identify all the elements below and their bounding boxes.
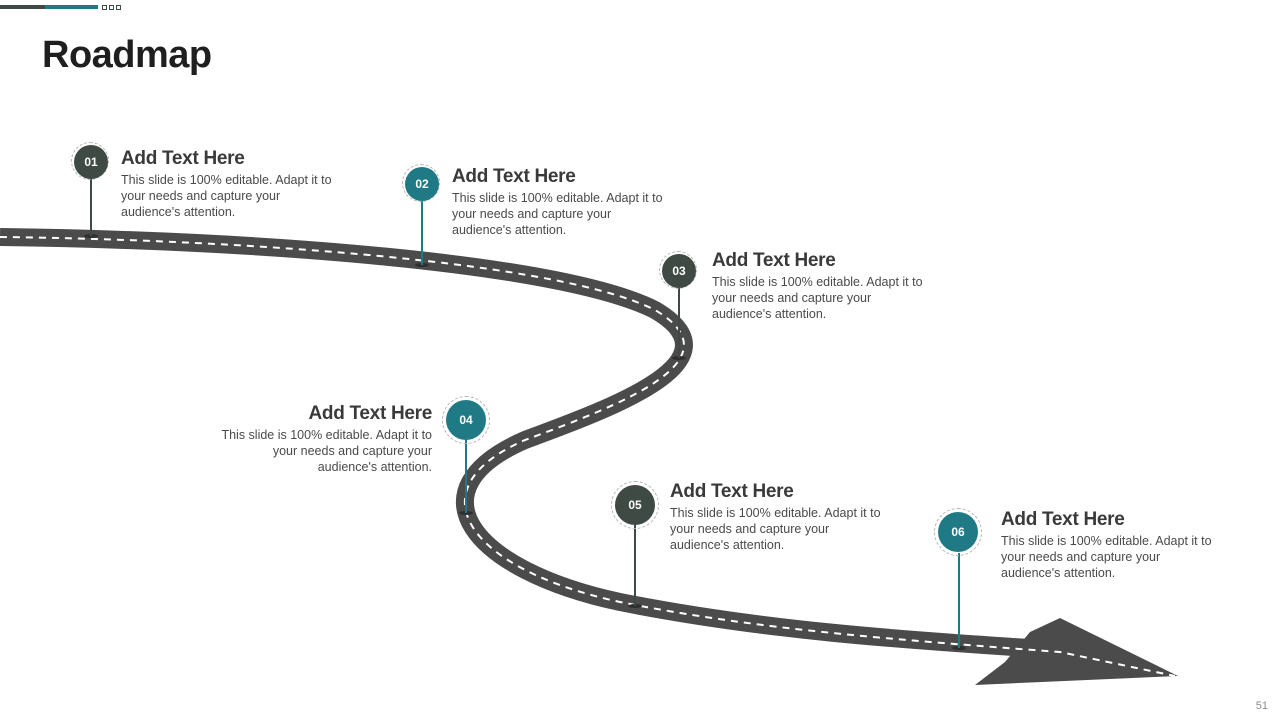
milestone-stem [465,436,467,513]
milestone-description: This slide is 100% editable. Adapt it to… [1001,534,1212,580]
marker-ring [402,164,440,202]
milestone-text-02: Add Text Here This slide is 100% editabl… [452,166,672,238]
milestone-stem [958,553,960,648]
accent-square [109,5,114,10]
milestone-text-06: Add Text Here This slide is 100% editabl… [1001,509,1221,581]
pin-base [672,356,686,360]
milestone-description: This slide is 100% editable. Adapt it to… [221,428,432,474]
milestone-heading: Add Text Here [452,166,576,187]
milestone-marker-06: 06 [934,508,982,556]
milestone-description: This slide is 100% editable. Adapt it to… [452,191,663,237]
milestone-heading: Add Text Here [308,403,433,424]
milestone-heading: Add Text Here [1001,509,1125,530]
milestone-marker-04: 04 [442,396,490,444]
road-center-line [0,236,1176,677]
slide-title: Roadmap [42,34,212,76]
marker-number: 04 [446,400,486,440]
milestone-text-05: Add Text Here This slide is 100% editabl… [670,481,890,553]
pin-base [952,646,966,650]
milestone-description: This slide is 100% editable. Adapt it to… [670,506,881,552]
milestone-marker-02: 02 [402,164,440,202]
milestone-text-01: Add Text Here This slide is 100% editabl… [121,148,341,220]
milestone-stem [634,521,636,606]
page-number: 51 [1255,700,1268,712]
marker-number: 03 [662,254,696,288]
marker-ring [71,142,109,180]
milestone-text-04: Add Text Here This slide is 100% editabl… [212,403,432,475]
marker-ring [934,508,982,556]
milestone-heading: Add Text Here [670,481,794,502]
pin-base [84,234,98,238]
milestone-description: This slide is 100% editable. Adapt it to… [712,275,923,321]
accent-teal-segment [45,5,98,9]
marker-number: 02 [405,167,439,201]
marker-number: 06 [938,512,978,552]
marker-ring [611,481,659,529]
milestone-heading: Add Text Here [712,250,836,271]
marker-ring [442,396,490,444]
milestone-stem [678,288,680,358]
accent-dark-segment [0,5,45,9]
milestone-text-03: Add Text Here This slide is 100% editabl… [712,250,932,322]
top-accent-bar [0,5,98,9]
marker-ring [659,251,697,289]
milestone-stem [421,200,423,265]
milestone-stem [90,177,92,236]
accent-squares [102,5,121,10]
accent-square [116,5,121,10]
marker-number: 01 [74,145,108,179]
marker-number: 05 [615,485,655,525]
milestone-marker-05: 05 [611,481,659,529]
road-arrowhead [975,618,1178,685]
milestone-description: This slide is 100% editable. Adapt it to… [121,173,332,219]
pin-base [415,263,429,267]
milestone-heading: Add Text Here [121,148,245,169]
pin-base [628,604,642,608]
pin-base [459,511,473,515]
milestone-marker-01: 01 [71,142,109,180]
accent-square [102,5,107,10]
milestone-marker-03: 03 [659,251,697,289]
